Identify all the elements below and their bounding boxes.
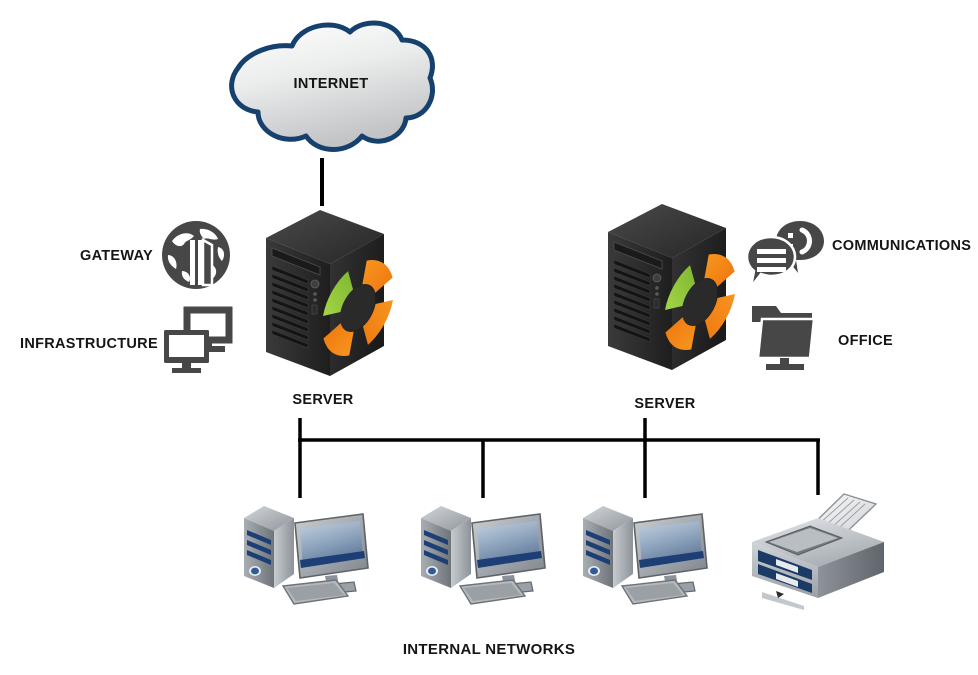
desktop-pc-icon [421,506,546,605]
office-item[interactable] [750,302,826,374]
server-2-label: SERVER [634,396,696,412]
server-1-label: SERVER [292,392,354,408]
speech-bubbles-icon [745,221,824,288]
desktop-pc-2[interactable] [415,498,565,613]
printer-icon [752,493,884,610]
internal-networks-label: INTERNAL NETWORKS [402,641,576,658]
desktop-pc-icon [583,506,708,605]
server-tower-icon [266,210,394,376]
office-label: OFFICE [838,333,893,349]
monitor-folder-icon [752,306,816,370]
infrastructure-item[interactable] [161,305,236,375]
network-printer[interactable] [748,492,888,610]
infrastructure-label: INFRASTRUCTURE [20,336,158,352]
desktop-pc-1[interactable] [238,498,388,613]
communications-item[interactable] [745,218,826,290]
internet-label: INTERNET [293,76,369,92]
desktop-pc-icon [244,506,369,605]
server-1[interactable] [258,204,394,382]
gateway-label: GATEWAY [80,248,153,264]
globe-door-icon [162,221,230,289]
two-monitors-icon [164,306,233,373]
server-2[interactable] [600,198,736,376]
server-tower-icon [608,204,736,370]
desktop-pc-3[interactable] [577,498,727,613]
internet-cloud[interactable]: INTERNET [222,14,440,159]
gateway-item[interactable] [160,219,232,291]
cloud-icon [229,20,435,152]
communications-label: COMMUNICATIONS [832,238,972,254]
